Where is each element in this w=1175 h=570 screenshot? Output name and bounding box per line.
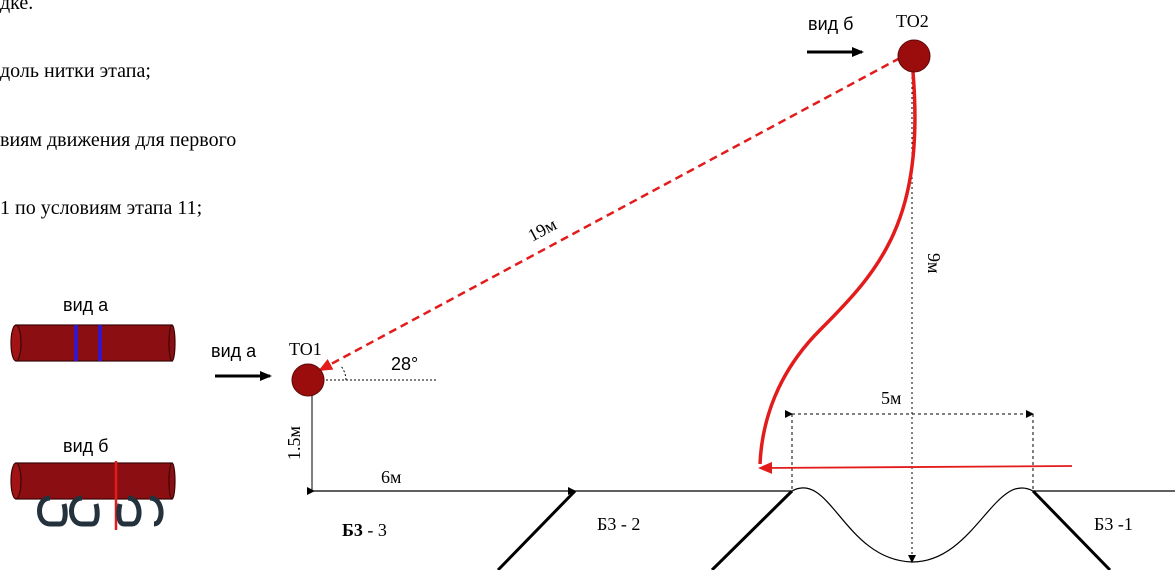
view-a-arrow-label: вид а (211, 341, 257, 361)
text-line-3: виям движения для первого (0, 129, 237, 151)
zone-bz3-label: Б3 - 3 (342, 520, 387, 540)
distance-5m-label: 5м (881, 388, 901, 408)
distance-1-5m-label: 1.5м (284, 426, 304, 460)
curved-rope (758, 71, 917, 465)
bz-boundary-1 (496, 489, 577, 570)
angle-arc (340, 365, 347, 381)
view-b-legend-label: вид б (63, 436, 108, 456)
distance-6m-label: 6м (381, 467, 401, 487)
log-view-b (10, 461, 176, 530)
view-a-legend-label: вид а (63, 295, 109, 315)
dashed-rope-19m (318, 56, 901, 372)
bz-boundary-3 (1031, 489, 1112, 570)
text-line-2: доль нитки этапа; (0, 60, 151, 82)
distance-19m-label: 19м (524, 214, 559, 245)
log-view-a (10, 324, 176, 362)
angle-label: 28° (391, 354, 418, 374)
to2-label: ТО2 (896, 11, 929, 31)
text-line-4: 1 по условиям этапа 11; (0, 197, 203, 219)
to1-node (291, 363, 325, 397)
distance-9m-label: 9м (924, 253, 944, 273)
carabiner-icon (37, 495, 164, 527)
red-traverse-arrow (758, 461, 1073, 474)
text-line-1: дке. (0, 0, 34, 14)
to2-node (897, 39, 931, 73)
view-b-arrow-label: вид б (808, 14, 853, 34)
bz-boundary-2 (710, 489, 794, 570)
zone-bz1-label: Б3 -1 (1094, 514, 1133, 534)
to1-label: ТО1 (289, 339, 322, 359)
zone-bz2-label: Б3 - 2 (597, 514, 640, 534)
